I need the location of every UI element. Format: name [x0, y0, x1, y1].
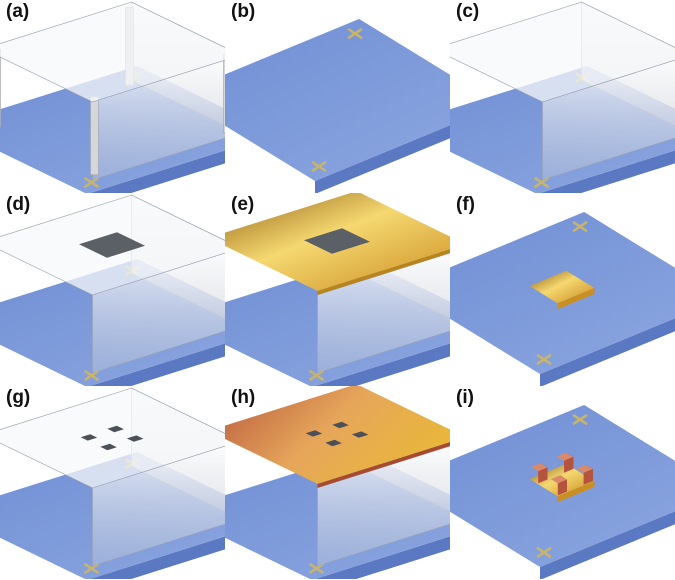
small-hole — [305, 430, 323, 437]
substrate-top — [225, 19, 450, 181]
alignment-mark — [572, 414, 588, 425]
copper-pillar-top — [550, 475, 567, 484]
copper-pillar-front — [557, 479, 567, 496]
panel-i-drawing — [450, 405, 675, 579]
panel-d-drawing — [0, 194, 225, 386]
copper-pillar-front — [564, 456, 574, 473]
panel-b-drawing — [225, 19, 450, 193]
glass-post — [0, 48, 1, 128]
top-layer-edge — [317, 442, 450, 488]
small-hole — [325, 439, 342, 447]
panel-g: (g) — [0, 386, 225, 579]
alignment-mark — [534, 177, 549, 188]
substrate-side-front — [90, 536, 225, 579]
panel-label: (c) — [456, 1, 480, 22]
alignment-mark — [347, 28, 363, 39]
panel-c: (c) — [450, 0, 675, 193]
small-hole — [80, 434, 98, 441]
alignment-mark — [84, 370, 99, 381]
box-front-wall — [92, 252, 225, 374]
box-front-wall — [92, 445, 225, 567]
alignment-mark — [311, 161, 327, 172]
alignment-mark — [536, 547, 552, 558]
alignment-mark — [309, 370, 324, 381]
small-hole — [100, 443, 117, 451]
small-hole — [351, 431, 369, 438]
alignment-mark — [536, 354, 552, 365]
panel-b: (b) — [225, 0, 450, 193]
panel-label: (i) — [456, 387, 474, 408]
box-front-wall — [542, 59, 675, 181]
panel-label: (h) — [231, 387, 256, 408]
box-top — [450, 1, 675, 103]
box-top — [0, 1, 225, 103]
substrate-side-front — [540, 511, 675, 579]
copper-pillar-top — [531, 463, 548, 472]
alignment-mark — [84, 177, 99, 188]
panel-e: (e) — [225, 193, 450, 386]
substrate-side-front — [540, 318, 675, 386]
top-layer-edge — [317, 249, 450, 295]
substrate-side-front — [315, 125, 450, 193]
panel-label: (e) — [231, 194, 255, 215]
square-hole — [304, 228, 370, 254]
panel-a-drawing — [0, 1, 225, 193]
gold-pad-top — [529, 270, 595, 304]
small-hole — [126, 435, 144, 442]
box-front-wall — [317, 252, 450, 374]
panel-i: (i) — [450, 386, 675, 579]
substrate-side-front — [315, 536, 450, 579]
small-hole — [107, 425, 124, 433]
gold-pad-front — [557, 481, 595, 503]
panel-e-drawing — [225, 193, 450, 386]
panel-label: (d) — [6, 194, 31, 215]
copper-pillar-front — [583, 469, 593, 485]
small-hole — [332, 421, 349, 429]
panel-f-drawing — [450, 212, 675, 386]
panel-label: (b) — [231, 1, 256, 22]
panel-label: (f) — [456, 194, 475, 215]
panel-c-drawing — [450, 1, 675, 193]
panel-h-drawing — [225, 386, 450, 579]
alignment-mark — [84, 563, 99, 574]
panel-label: (g) — [6, 387, 31, 408]
glass-post — [90, 96, 99, 176]
gold-pad-front — [557, 288, 595, 310]
panel-g-drawing — [0, 387, 225, 579]
panel-a: (a) — [0, 0, 225, 193]
panel-label: (a) — [6, 1, 30, 22]
square-hole — [79, 232, 145, 258]
top-layer-surface — [225, 386, 450, 484]
copper-pillar-top — [576, 464, 593, 473]
panel-d: (d) — [0, 193, 225, 386]
box-front-wall — [317, 445, 450, 567]
box-top — [0, 387, 225, 489]
panel-f: (f) — [450, 193, 675, 386]
substrate-side-front — [90, 150, 225, 193]
copper-pillar-top — [557, 452, 574, 461]
panel-h: (h) — [225, 386, 450, 579]
alignment-mark — [309, 563, 324, 574]
copper-pillar-front — [538, 467, 548, 484]
alignment-mark — [572, 221, 588, 232]
substrate-side-front — [540, 150, 675, 193]
